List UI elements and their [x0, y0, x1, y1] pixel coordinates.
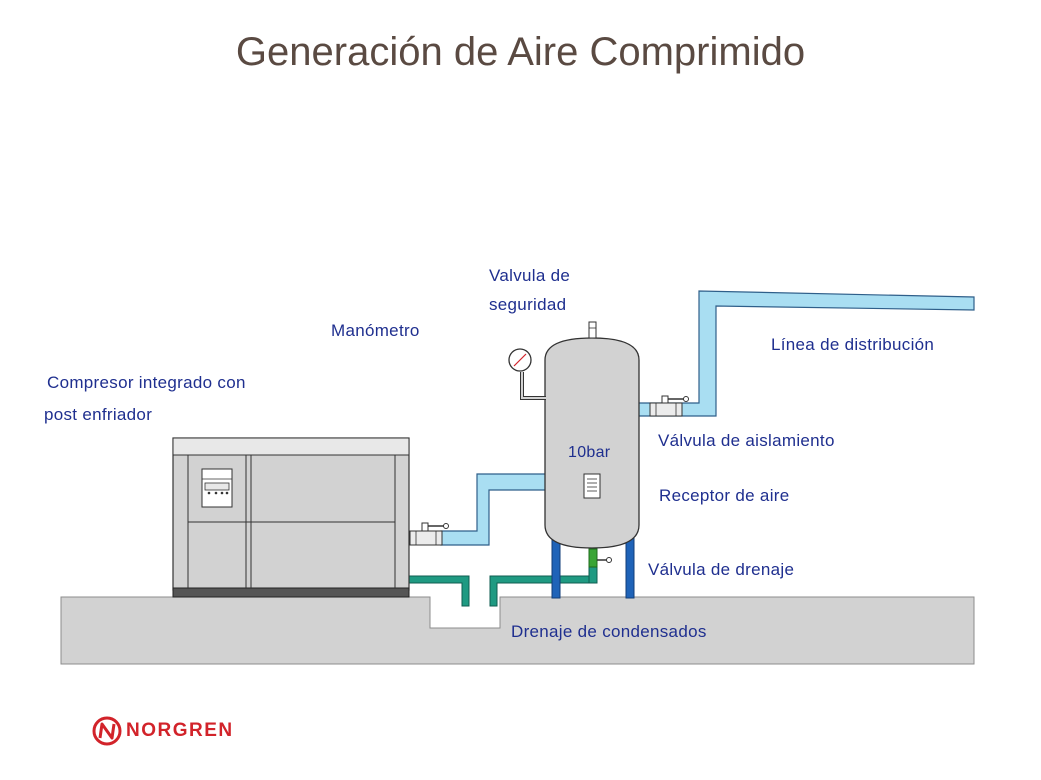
label-isolation-valve: Válvula de aislamiento	[658, 431, 835, 450]
page-title: Generación de Aire Comprimido	[235, 30, 806, 74]
label-compressor-line1: Compresor integrado con	[47, 373, 246, 392]
label-distribution-line: Línea de distribución	[771, 335, 935, 354]
compressor-outlet-valve	[409, 522, 449, 546]
pressure-gauge	[508, 348, 546, 400]
label-pressure-rating: 10bar	[568, 444, 611, 461]
logo-text: NORGREN	[126, 720, 234, 741]
label-drain-valve: Válvula de drenaje	[648, 560, 795, 579]
drain-valve	[588, 548, 612, 568]
norgren-emblem-icon	[92, 716, 122, 746]
air-receiver-tank	[544, 337, 640, 549]
isolation-valve	[649, 395, 689, 417]
floor	[60, 596, 975, 665]
label-condensate-drain: Drenaje de condensados	[511, 622, 707, 641]
label-compressor-line2: post enfriador	[44, 405, 153, 424]
label-safety-valve: Valvula de seguridad	[489, 266, 571, 314]
condensate-drain-pipes	[407, 575, 598, 607]
tank-nameplate	[583, 473, 601, 499]
compressor-air-pipe	[440, 473, 547, 546]
compressor-unit	[172, 437, 410, 598]
compressor-control-panel	[201, 468, 233, 508]
label-air-receiver: Receptor de aire	[659, 486, 790, 505]
safety-valve	[588, 321, 597, 339]
norgren-logo: NORGREN	[92, 716, 234, 746]
label-pressure-gauge: Manómetro	[331, 321, 420, 340]
